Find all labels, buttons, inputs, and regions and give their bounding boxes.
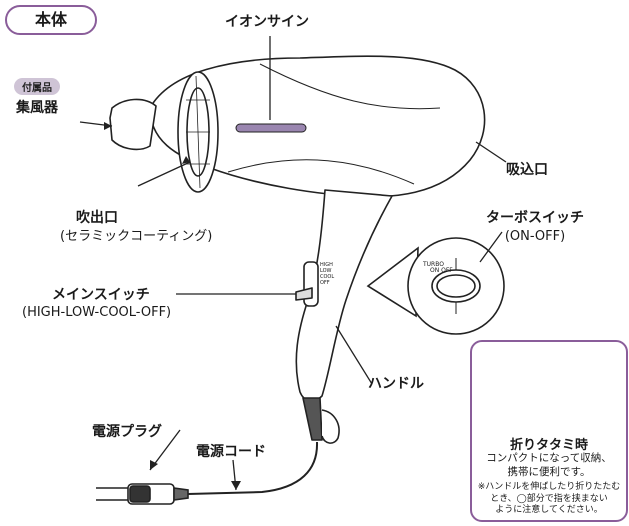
inset-desc-line: コンパクトになって収納、 [486, 452, 612, 464]
intake-label: 吸込口 [506, 162, 548, 178]
inset-note-line: とき、◯部分で指を挟まない [490, 493, 608, 504]
turbo-switch-label: ターボスイッチ [486, 210, 584, 226]
inset-note-line: ように注意してください。 [495, 505, 603, 516]
dryer-illustration [109, 55, 486, 444]
ion-sign-label: イオンサイン [225, 14, 309, 30]
turbo-switch-sublabel: (ON-OFF) [504, 229, 566, 244]
mark-cool: COOL [320, 274, 335, 280]
main-switch-label: メインスイッチ [52, 287, 150, 303]
arrow-heads [104, 122, 241, 490]
power-plug [96, 483, 189, 505]
inset-title: 折りタタミ時 [509, 438, 588, 453]
accessory-badge: 付属品 [14, 78, 60, 95]
folded-inset: 折りタタミ時 コンパクトになって収納、 携帯に便利です。 ※ハンドルを伸ばしたり… [470, 340, 628, 522]
inset-note-line: ※ハンドルを伸ばしたり折りたたむ [477, 482, 621, 492]
inset-desc-line: 携帯に便利です。 [507, 465, 591, 478]
turbo-switch-zoom [366, 237, 505, 335]
outlet-label: 吹出口 [76, 210, 118, 226]
power-cord [187, 441, 319, 495]
inset-note: ※ハンドルを伸ばしたり折りたたむ とき、◯部分で指を挟まない ように注意してくだ… [474, 482, 624, 517]
plug-label: 電源プラグ [92, 424, 162, 440]
mark-off: OFF [320, 280, 330, 286]
cord-label: 電源コード [196, 444, 266, 460]
mark-low: LOW [320, 268, 332, 274]
handle-label: ハンドル [368, 376, 424, 392]
inset-description: コンパクトになって収納、 携帯に便利です。 [472, 452, 626, 479]
section-title: 本体 [5, 5, 97, 35]
main-switch-marks: HIGH LOW COOL OFF [320, 262, 334, 286]
ion-sign-mark [235, 123, 307, 133]
main-switch-sublabel: (HIGH-LOW-COOL-OFF) [22, 305, 172, 320]
on-off-tiny-label: ON OFF [430, 267, 453, 274]
turbo-tiny-label: TURBO [423, 261, 444, 268]
outlet-sublabel: (セラミックコーティング) [60, 229, 213, 244]
concentrator-label: 集風器 [16, 100, 58, 116]
mark-high: HIGH [320, 262, 333, 268]
